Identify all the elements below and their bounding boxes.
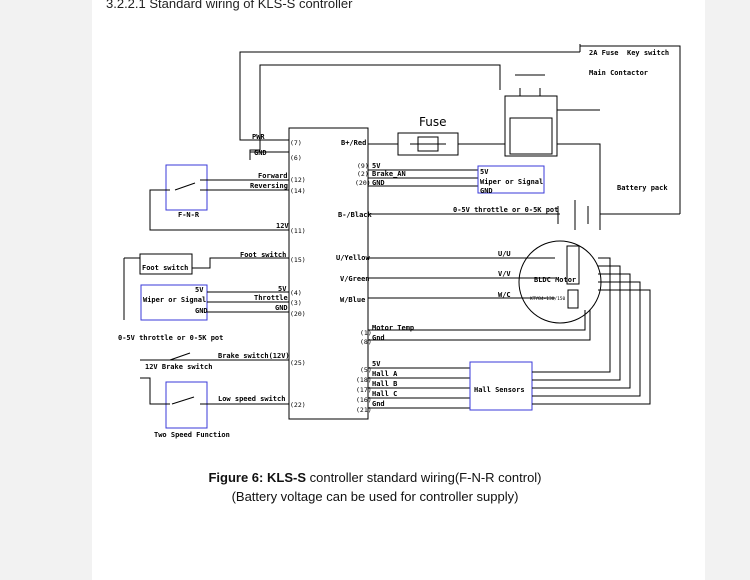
pot-label-left: 0-5V throttle or 0-5K pot: [118, 334, 223, 342]
svg-text:Gnd: Gnd: [372, 334, 385, 342]
svg-text:(12): (12): [290, 176, 306, 184]
pin-brake-an: Brake_AN: [372, 170, 406, 178]
svg-text:(15): (15): [290, 256, 306, 264]
svg-text:(5): (5): [360, 366, 372, 374]
page-margin-left: [0, 0, 92, 580]
controller-box: [288, 127, 369, 420]
pin-wblue: W/Blue: [340, 296, 365, 304]
svg-text:(9): (9): [357, 162, 369, 170]
pin-12v: 12V: [276, 222, 289, 230]
svg-text:U/U: U/U: [498, 250, 511, 258]
svg-text:W/C: W/C: [498, 291, 511, 299]
two-speed-switch-box: [165, 381, 208, 429]
svg-text:(4): (4): [290, 289, 302, 297]
svg-text:5V: 5V: [195, 286, 204, 294]
svg-text:Hall B: Hall B: [372, 380, 397, 388]
svg-text:Hall C: Hall C: [372, 390, 397, 398]
wiper-signal-box-right: [477, 165, 545, 194]
hall-sensors-label: Hall Sensors: [474, 386, 525, 394]
pin-reversing: Reversing: [250, 182, 288, 190]
pin-foot: Foot switch: [240, 251, 286, 259]
svg-text:(1): (1): [360, 329, 372, 337]
section-title: 3.2.2.1 Standard wiring of KLS-S control…: [106, 0, 353, 11]
svg-text:GND: GND: [480, 187, 493, 195]
pin-pwr: PWR: [252, 133, 265, 141]
pin-tgnd: GND: [275, 304, 288, 312]
svg-text:(17): (17): [356, 386, 372, 394]
svg-text:(21): (21): [356, 406, 372, 414]
motor-temp-label: Motor Temp: [372, 324, 414, 332]
wiper-label-right: Wiper or Signal: [480, 178, 543, 186]
svg-text:GND: GND: [195, 307, 208, 315]
two-speed-label: Two Speed Function: [154, 431, 230, 439]
key-switch-label: Key switch: [627, 49, 669, 57]
pin-vgreen: V/Green: [340, 275, 370, 283]
svg-text:Gnd: Gnd: [372, 400, 385, 408]
pin-5v: 5V: [278, 285, 287, 293]
pot-label-right: 0-5V throttle or 0-5K pot: [453, 206, 558, 214]
pin-bblack: B-/Black: [338, 211, 373, 219]
battery-label: Battery pack: [617, 184, 668, 192]
main-contactor-symbol: [504, 74, 558, 157]
svg-text:V/V: V/V: [498, 270, 511, 278]
fuse-symbol: [397, 132, 459, 156]
svg-text:(8): (8): [360, 338, 372, 346]
pin-bred: B+/Red: [341, 139, 366, 147]
svg-text:(6): (6): [290, 154, 302, 162]
bldc-motor-label: BLDC Motor: [534, 276, 576, 284]
fuse-2a-label: 2A Fuse: [589, 49, 619, 57]
foot-switch-label: Foot switch: [142, 264, 188, 272]
pin-gnd: GND: [254, 149, 267, 157]
svg-text:(20): (20): [290, 310, 306, 318]
svg-text:GND: GND: [372, 179, 385, 187]
svg-text:(20): (20): [355, 179, 371, 187]
svg-text:5V: 5V: [480, 168, 489, 176]
svg-text:(14): (14): [290, 187, 306, 195]
pin-forward: Forward: [258, 172, 288, 180]
wiper-label-left: Wiper or Signal: [143, 296, 206, 304]
pin-uyellow: U/Yellow: [336, 254, 371, 262]
svg-text:Hall A: Hall A: [372, 370, 398, 378]
pin-brake: Brake switch(12V): [218, 352, 290, 360]
svg-text:(7): (7): [290, 139, 302, 147]
svg-text:5V: 5V: [372, 360, 381, 368]
svg-text:(18): (18): [356, 376, 372, 384]
brake-switch-label: 12V Brake switch: [145, 363, 212, 371]
svg-text:(25): (25): [290, 359, 306, 367]
main-contactor-label: Main Contactor: [589, 69, 648, 77]
svg-text:5V: 5V: [372, 162, 381, 170]
svg-text:(11): (11): [290, 227, 306, 235]
figure-caption-line2: (Battery voltage can be used for control…: [231, 489, 519, 504]
svg-text:(3): (3): [290, 299, 302, 307]
svg-text:(16): (16): [356, 396, 372, 404]
pin-low: Low speed switch: [218, 395, 285, 403]
pin-throttle: Throttle: [254, 294, 288, 302]
svg-text:(2): (2): [357, 170, 369, 178]
fuse-label: Fuse: [419, 115, 447, 129]
fnr-label: F-N-R: [178, 211, 200, 219]
page-margin-right: [705, 0, 750, 580]
svg-text:(22): (22): [290, 401, 306, 409]
hall-sensors-box: [469, 361, 533, 411]
figure-caption: Figure 6: KLS-S controller standard wiri…: [208, 470, 542, 485]
svg-text:KTY84-130/150: KTY84-130/150: [530, 296, 566, 302]
fnr-switch-box: [165, 164, 208, 211]
